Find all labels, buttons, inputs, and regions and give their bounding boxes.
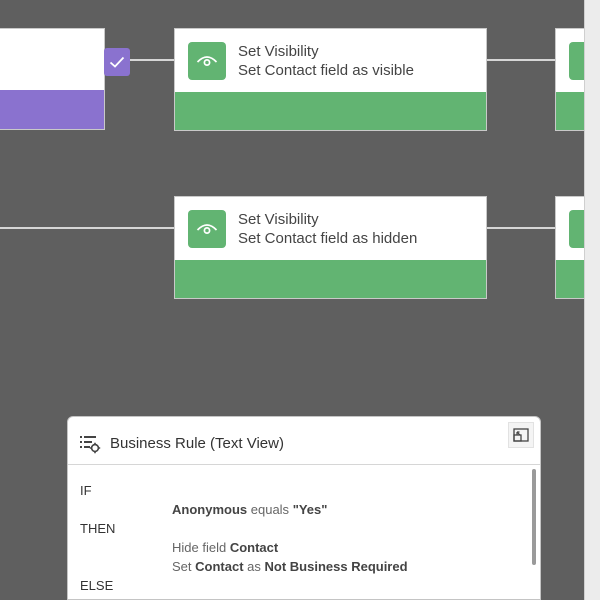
panel-body: IF Anonymous equals "Yes" THEN Hide fiel… [68,465,540,599]
panel-header: Business Rule (Text View) [68,417,540,465]
condition-field: Anonymous [172,502,248,517]
check-icon [109,56,125,68]
rule-settings-icon [80,436,101,454]
action-card-partial[interactable] [555,28,584,131]
connector-line [130,59,174,61]
action-field: Contact [195,559,244,574]
action-card-subtitle: Set Contact field as visible [238,62,414,79]
business-rule-text-view-panel: Business Rule (Text View) IF Anonymous e… [67,416,541,600]
action-card-band [556,260,584,298]
panel-title: Business Rule (Text View) [110,435,284,452]
designer-canvas[interactable]: Set Visibility Set Contact field as visi… [0,0,584,600]
condition-operator: equals [250,502,290,517]
else-keyword: ELSE [80,578,114,593]
condition-true-badge[interactable] [104,48,130,76]
visibility-icon-tile [188,42,226,80]
connector-line [0,227,174,229]
condition-value: "Yes" [292,502,328,517]
action-verb: Set [172,559,192,574]
eye-icon [196,56,218,66]
action-value: Not Business Required [264,559,408,574]
if-keyword: IF [80,483,92,498]
condition-card[interactable] [0,28,105,130]
action-connector: as [247,559,261,574]
action-card-band [175,92,486,130]
action-card-set-hidden[interactable]: Set Visibility Set Contact field as hidd… [174,196,487,299]
condition-statement: Anonymous equals "Yes" [172,502,327,517]
action-card-subtitle: Set Contact field as hidden [238,230,418,247]
partial-icon-tile [569,42,584,80]
then-keyword: THEN [80,521,116,536]
action-statement: Hide field Contact [172,540,278,555]
expand-button[interactable] [508,422,534,448]
action-card-title: Set Visibility [238,211,319,228]
condition-card-band [0,90,104,129]
action-card-set-visible[interactable]: Set Visibility Set Contact field as visi… [174,28,487,131]
action-card-band [175,260,486,298]
action-card-partial[interactable] [555,196,584,299]
eye-icon [196,224,218,234]
action-card-band [556,92,584,130]
partial-icon-tile [569,210,584,248]
canvas-vertical-scrollbar[interactable] [584,0,600,600]
action-card-title: Set Visibility [238,43,319,60]
action-statement: Set Contact as Not Business Required [172,559,408,574]
visibility-icon-tile [188,210,226,248]
expand-icon [513,428,529,442]
action-field: Contact [229,540,279,555]
panel-scrollbar-thumb[interactable] [532,469,536,565]
connector-line [486,227,556,229]
connector-line [486,59,556,61]
action-verb: Hide field [172,540,227,555]
